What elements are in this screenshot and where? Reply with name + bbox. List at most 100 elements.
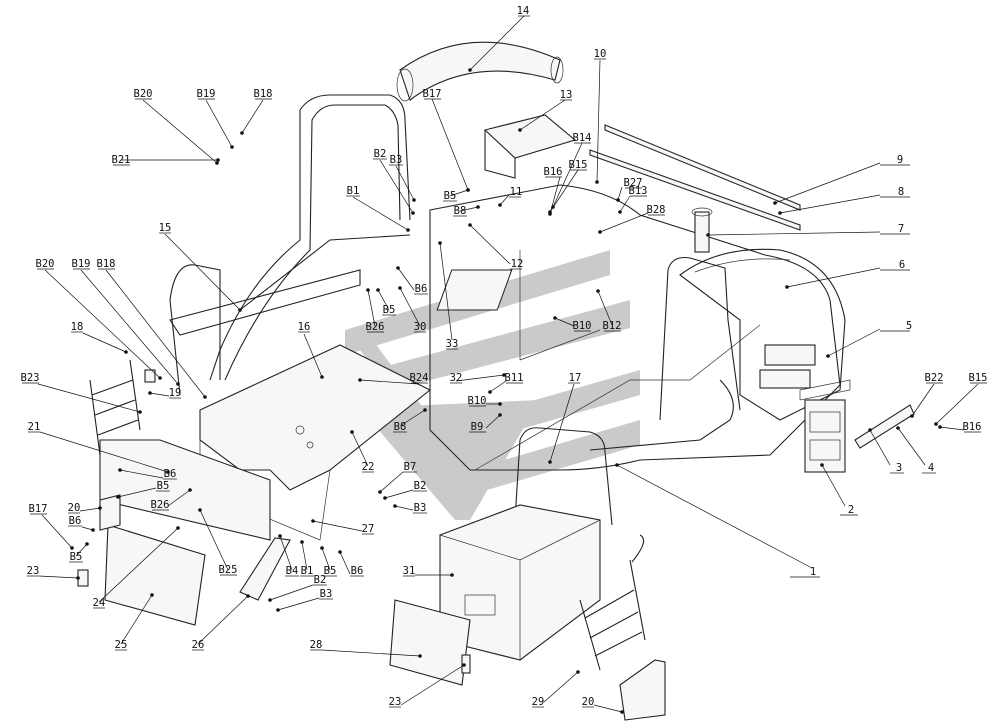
- part-number-label: B13: [629, 185, 648, 197]
- leader-dot: [548, 212, 552, 216]
- callout-B5: B5: [320, 546, 337, 577]
- callout-20: 20: [582, 696, 624, 714]
- part-number-label: B27: [624, 177, 643, 189]
- part-number-label: B14: [573, 132, 592, 144]
- leader-dot: [868, 428, 872, 432]
- callout-16: 16: [298, 321, 324, 379]
- leader-dot: [383, 496, 387, 500]
- left-housing-parts: [77, 439, 271, 626]
- callout-B6: B6: [68, 515, 95, 532]
- part-number-label: 33: [446, 338, 459, 350]
- part-number-label: 14: [517, 5, 530, 17]
- part-number-label: 10: [594, 48, 607, 60]
- leader-line: [431, 98, 469, 191]
- leader-line: [117, 487, 157, 498]
- leader-dot: [150, 593, 154, 597]
- leader-dot: [595, 180, 599, 184]
- part-number-label: 31: [403, 565, 416, 577]
- callout-B5: B5: [69, 542, 89, 563]
- callout-B18: B18: [97, 258, 207, 399]
- part-number-label: 13: [560, 89, 573, 101]
- callout-7: 7: [706, 223, 910, 237]
- part-number-label: B22: [925, 372, 944, 384]
- callout-B11: B11: [488, 372, 523, 394]
- leader-dot: [785, 285, 789, 289]
- leader-dot: [124, 350, 128, 354]
- leader-dot: [896, 426, 900, 430]
- callout-B26: B26: [366, 288, 384, 333]
- leader-line: [439, 242, 453, 341]
- part-number-label: B2: [374, 148, 387, 160]
- callout-B5: B5: [376, 288, 396, 316]
- part-number-label: 3: [896, 462, 902, 474]
- leader-dot: [498, 402, 502, 406]
- bracket-part-20: [619, 659, 666, 721]
- leader-dot: [826, 354, 830, 358]
- callout-23: 23: [389, 663, 466, 708]
- callout-33: 33: [438, 241, 458, 350]
- leader-line: [37, 383, 141, 413]
- leader-line: [321, 649, 421, 657]
- part-number-label: 15: [159, 222, 172, 234]
- callout-B19: B19: [72, 258, 180, 386]
- callout-B2: B2: [383, 480, 427, 500]
- leader-dot: [615, 463, 619, 467]
- top-cover-part-14: [396, 41, 564, 102]
- leader-dot: [268, 598, 272, 602]
- part-number-label: B8: [454, 205, 467, 217]
- part-number-label: B3: [320, 588, 333, 600]
- leader-dot: [548, 460, 552, 464]
- leader-dot: [198, 508, 202, 512]
- leader-dot: [138, 410, 142, 414]
- leader-dot: [366, 288, 370, 292]
- callout-B25: B25: [198, 508, 237, 576]
- part-number-label: 6: [899, 259, 905, 271]
- leader-dot: [502, 373, 506, 377]
- part-number-label: 23: [389, 696, 402, 708]
- part-number-label: B15: [969, 372, 988, 384]
- leader-line: [549, 383, 575, 463]
- part-number-label: B25: [219, 564, 238, 576]
- leader-line: [164, 233, 241, 311]
- leader-dot: [488, 390, 492, 394]
- part-number-label: 18: [71, 321, 84, 333]
- leader-line: [199, 509, 229, 571]
- leader-line: [384, 489, 414, 499]
- part-number-label: B4: [286, 565, 299, 577]
- leader-dot: [85, 542, 89, 546]
- leader-line: [119, 469, 164, 479]
- leader-line: [351, 431, 369, 467]
- callout-11: 11: [498, 186, 522, 207]
- part-number-label: 5: [906, 320, 912, 332]
- leader-line: [821, 464, 846, 507]
- part-number-label: B6: [351, 565, 364, 577]
- leader-line: [519, 99, 566, 131]
- callout-31: 31: [403, 565, 454, 577]
- leader-dot: [778, 211, 782, 215]
- part-number-label: B17: [423, 88, 442, 100]
- callout-B4: B4: [278, 534, 299, 577]
- part-number-label: B8: [394, 421, 407, 433]
- leader-dot: [938, 425, 942, 429]
- leader-line: [167, 489, 191, 507]
- part-number-label: 9: [897, 154, 903, 166]
- leader-line: [394, 505, 414, 511]
- part-number-label: B3: [390, 154, 403, 166]
- part-number-label: B1: [347, 185, 360, 197]
- panel-part-28: [389, 599, 471, 686]
- leader-line: [554, 317, 575, 327]
- leader-dot: [203, 395, 207, 399]
- callout-B24: B24: [358, 372, 428, 385]
- callout-B21: B21: [112, 154, 220, 166]
- leader-line: [597, 290, 613, 326]
- leader-line: [400, 664, 465, 706]
- leader-line: [897, 427, 926, 466]
- leader-dot: [598, 230, 602, 234]
- leader-line: [399, 409, 426, 427]
- part-number-label: B18: [97, 258, 116, 270]
- callout-14: 14: [468, 5, 530, 72]
- leader-line: [339, 551, 351, 575]
- callout-B3: B3: [276, 588, 333, 612]
- leader-dot: [166, 470, 170, 474]
- callout-30: 30: [398, 286, 426, 333]
